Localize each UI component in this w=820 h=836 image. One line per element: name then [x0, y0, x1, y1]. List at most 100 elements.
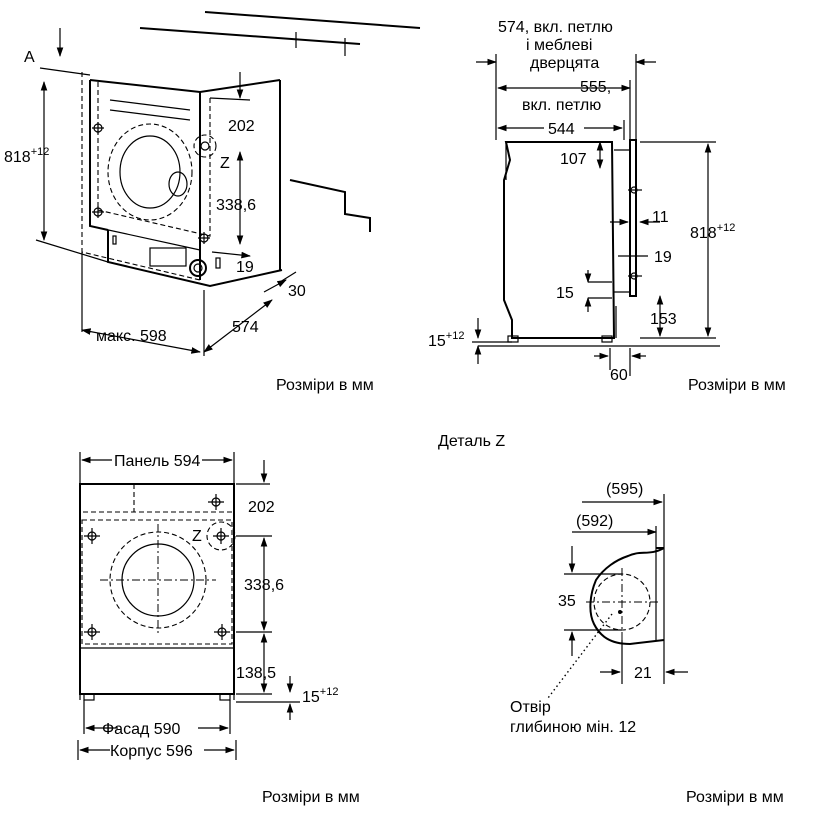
iso-dim-30-arrow: [263, 279, 287, 293]
iso-foot-circle: [189, 259, 207, 277]
side-door-mounts: [614, 149, 630, 293]
front-ext-facade: [83, 700, 231, 734]
detail-ext-21: [621, 640, 665, 684]
iso-dashed-niche: [81, 72, 201, 281]
iso-dim-598: макс. 598: [96, 328, 167, 345]
front-dim-facade: Фасад 590: [102, 721, 181, 738]
iso-dim-818-value: 818: [4, 149, 31, 166]
detail-z-view: (595) (592) 35 21 Отвір глибиною мін. 12: [510, 481, 688, 736]
front-dim-body: Корпус 596: [110, 743, 193, 760]
front-panel-outline: [79, 483, 235, 695]
iso-floor-line: [289, 179, 371, 232]
front-foot-left: [83, 693, 95, 701]
front-label-z: Z: [192, 528, 202, 545]
side-dim-818-value: 818: [690, 225, 717, 242]
detail-break-contour: [589, 547, 665, 646]
iso-screw-markers: [92, 122, 210, 244]
side-door-panel: [629, 139, 637, 297]
front-dim-338: 338,6: [244, 577, 284, 594]
detail-note-line1: Отвір: [510, 699, 551, 716]
side-dim-555-line2: вкл. петлю: [522, 97, 601, 114]
iso-panel-line: [109, 99, 191, 111]
iso-top-edge: [89, 79, 281, 94]
side-dim-818-tol: +12: [717, 222, 736, 234]
iso-dim-598-line: [81, 328, 201, 354]
iso-label-a: A: [24, 49, 35, 66]
side-dim-153: 153: [650, 311, 677, 328]
side-dim-15: 15: [556, 285, 574, 302]
front-ext-panel: [79, 452, 235, 700]
iso-dim-818-tol: +12: [31, 146, 50, 158]
detail-dim-21: 21: [634, 665, 652, 682]
side-foot-left: [507, 335, 519, 343]
iso-drum: [107, 123, 193, 221]
side-view: 574, вкл. петлю і меблеві дверцята 555, …: [428, 19, 735, 384]
iso-dim-574: 574: [232, 319, 259, 336]
iso-view: A 818+12 202 Z 338,6 19 30 574 макс. 598: [4, 11, 421, 356]
iso-wall-line-1: [204, 11, 421, 29]
side-dim-544: 544: [548, 121, 575, 138]
side-ext-818: [640, 141, 716, 339]
iso-drum-inner: [119, 135, 181, 209]
side-units-caption: Розміри в мм: [688, 377, 786, 394]
detail-dim-592: (592): [576, 513, 613, 530]
front-dim-202: 202: [248, 499, 275, 516]
side-ext-60: [609, 348, 631, 376]
iso-control-box: [149, 247, 187, 267]
detail-hole-axes: [586, 568, 660, 680]
side-dim-574-line3: дверцята: [530, 55, 599, 72]
side-dim-574-line2: і меблеві: [526, 37, 592, 54]
front-units-caption: Розміри в мм: [262, 789, 360, 806]
iso-dim-19: 19: [236, 259, 254, 276]
detail-dim-35: 35: [558, 593, 576, 610]
detail-ext-lines: [655, 494, 665, 640]
front-ext-338: [236, 535, 272, 633]
front-body-dashed: [81, 519, 233, 645]
front-dim-15-tol: +12: [320, 686, 339, 698]
iso-label-z: Z: [220, 155, 230, 172]
side-dim-15b-tol: +12: [446, 330, 465, 342]
iso-dim-30-ext: [279, 271, 297, 283]
iso-drum-hub: [168, 171, 188, 197]
detail-units-caption: Розміри в мм: [686, 789, 784, 806]
front-foot-right: [219, 693, 231, 701]
detail-ext-35: [564, 573, 622, 631]
side-dim-15b-value: 15: [428, 333, 446, 350]
front-dim-15: 15+12: [302, 686, 338, 706]
iso-small-rect: [112, 235, 117, 245]
front-control-panel: [79, 483, 235, 513]
iso-plinth-line: [89, 225, 201, 251]
side-ext-15: [588, 281, 612, 299]
detail-leader: [547, 613, 613, 699]
front-view: Панель 594 Z 202 338,6 138,5: [77, 452, 338, 760]
side-dim-15b: 15+12: [428, 330, 464, 350]
front-dim-15-value: 15: [302, 689, 320, 706]
iso-foot-circle-inner: [193, 263, 203, 273]
iso-dim-202-ext: [209, 97, 251, 101]
front-drum-axes: [100, 524, 216, 636]
side-dim-818: 818+12: [690, 222, 735, 242]
side-dim-60: 60: [610, 367, 628, 384]
detail-hole-center: [618, 610, 622, 614]
iso-panel-line: [109, 109, 191, 121]
front-ext-body: [77, 740, 237, 760]
side-dim-11: 11: [652, 209, 669, 226]
side-dim-107: 107: [560, 151, 587, 168]
front-screw-markers: [84, 494, 230, 640]
iso-dim-818-ext: [35, 239, 109, 263]
detail-title: Деталь Z: [438, 433, 505, 450]
side-dim-574-line1: 574, вкл. петлю: [498, 19, 613, 36]
iso-dim-574-line: [203, 299, 273, 353]
iso-dashed-front: [97, 82, 211, 237]
iso-hinge-z: [193, 134, 217, 158]
iso-dim-a-line: [39, 67, 91, 76]
iso-dim-338: 338,6: [216, 197, 256, 214]
iso-small-rect: [215, 257, 221, 269]
iso-wall-line-2: [139, 27, 361, 45]
side-dim-19: 19: [654, 249, 672, 266]
front-hinge-z: [206, 521, 236, 551]
front-dim-138: 138,5: [236, 665, 276, 682]
iso-units-caption: Розміри в мм: [276, 377, 374, 394]
side-hinge-marks: [628, 186, 642, 280]
